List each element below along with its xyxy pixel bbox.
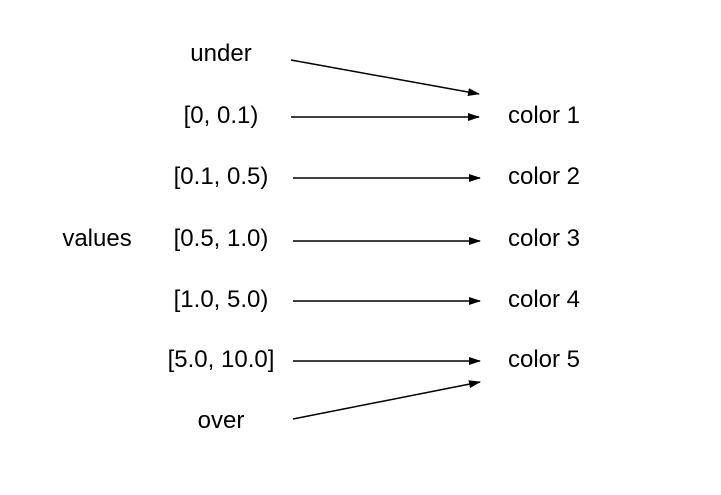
input-range-2: [0.1, 0.5): [173, 163, 269, 190]
arrow-under-to-color-1: [290, 59, 480, 96]
output-color-2: color 2: [507, 163, 581, 190]
input-range-5: [5.0, 10.0]: [167, 346, 275, 373]
output-color-4: color 4: [507, 286, 581, 313]
input-range-4: [1.0, 5.0): [173, 286, 269, 313]
arrow-over-to-color-5: [292, 380, 481, 420]
input-range-3: [0.5, 1.0): [173, 225, 269, 252]
output-color-5: color 5: [507, 346, 581, 373]
output-color-3: color 3: [507, 225, 581, 252]
input-over: over: [197, 407, 245, 434]
input-range-1: [0, 0.1): [183, 102, 259, 129]
values-label: values: [62, 225, 132, 252]
input-under: under: [190, 40, 252, 67]
output-color-1: color 1: [507, 102, 581, 129]
